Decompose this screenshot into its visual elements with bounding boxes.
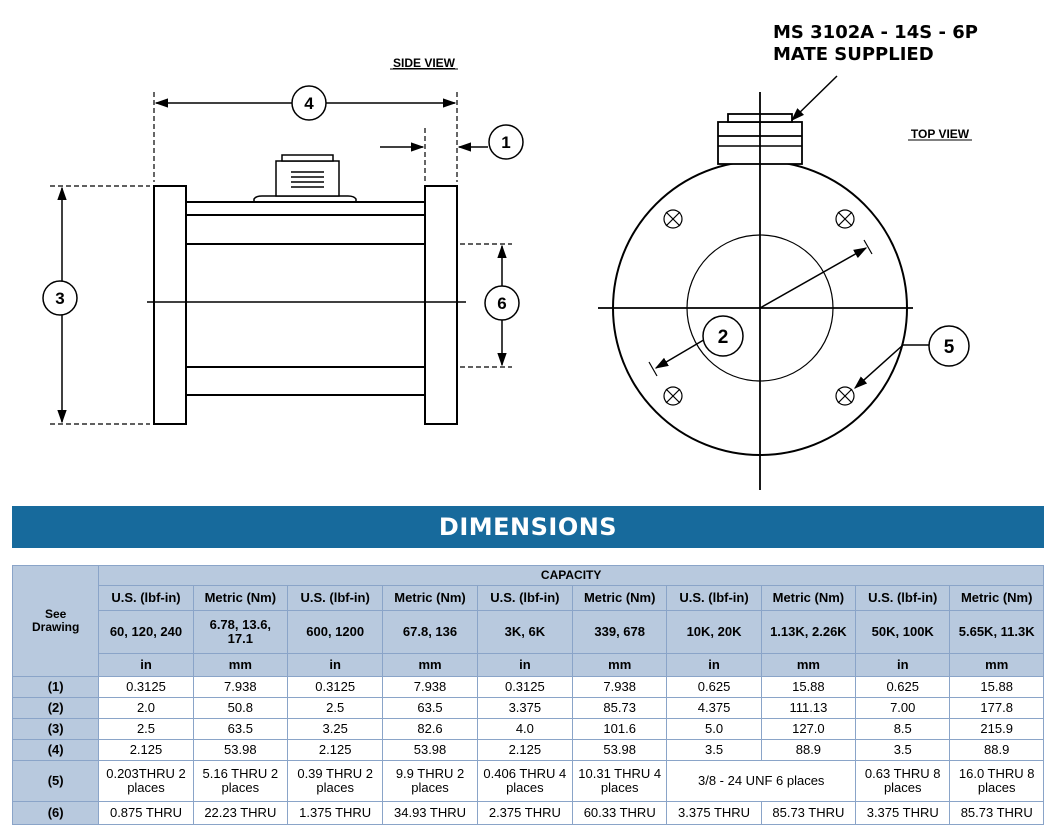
svg-text:2: 2 bbox=[718, 327, 729, 348]
capacity-range-row: 60, 120, 240 6.78, 13.6, 17.1 600, 1200 … bbox=[13, 610, 1044, 654]
svg-text:4: 4 bbox=[304, 94, 314, 113]
mate-supplied-note: MATE SUPPLIED bbox=[773, 44, 934, 65]
table-row: (3) 2.5 63.5 3.25 82.6 4.0 101.6 5.0 127… bbox=[11, 718, 1044, 740]
callout-5 bbox=[928, 325, 970, 367]
callout-4 bbox=[291, 85, 327, 121]
units-row: in mm in mm in mm in mm in mm bbox=[13, 653, 1044, 677]
dimensions-title-bar: DIMENSIONS bbox=[12, 506, 1044, 548]
top-view bbox=[598, 75, 932, 490]
table-row: (6) 0.875 THRU 22.23 THRU 1.375 THRU 34.… bbox=[11, 801, 1044, 825]
svg-text:5: 5 bbox=[944, 337, 955, 358]
svg-text:6: 6 bbox=[497, 294, 506, 313]
dimension-1 bbox=[380, 128, 488, 182]
callout-1 bbox=[488, 124, 524, 160]
svg-text:1: 1 bbox=[501, 133, 510, 152]
side-view-label: SIDE VIEW bbox=[393, 56, 456, 70]
svg-text:3: 3 bbox=[55, 289, 64, 308]
dimension-3 bbox=[50, 185, 150, 425]
unit-header-row: U.S. (lbf-in) Metric (Nm) U.S. (lbf-in) … bbox=[13, 585, 1044, 611]
technical-drawing: SIDE VIEW bbox=[42, 22, 978, 490]
side-view bbox=[153, 154, 458, 425]
capacity-header: CAPACITY bbox=[98, 565, 1044, 586]
connector-spec: MS 3102A - 14S - 6P bbox=[773, 22, 978, 43]
dimension-6 bbox=[460, 243, 512, 368]
callout-3 bbox=[42, 280, 78, 316]
dimension-4 bbox=[153, 92, 458, 182]
table-row: (2) 2.0 50.8 2.5 63.5 3.375 85.73 4.375 … bbox=[11, 697, 1044, 719]
top-view-label: TOP VIEW bbox=[911, 127, 970, 141]
table-row: (4) 2.125 53.98 2.125 53.98 2.125 53.98 … bbox=[11, 739, 1044, 761]
table-row: (1) 0.3125 7.938 0.3125 7.938 0.3125 7.9… bbox=[11, 676, 1044, 698]
dimensions-title: DIMENSIONS bbox=[438, 513, 618, 541]
callout-2 bbox=[702, 315, 744, 357]
table-row: (5) 0.203THRU 2 places 5.16 THRU 2 place… bbox=[11, 760, 1044, 802]
callout-6 bbox=[484, 285, 520, 321]
